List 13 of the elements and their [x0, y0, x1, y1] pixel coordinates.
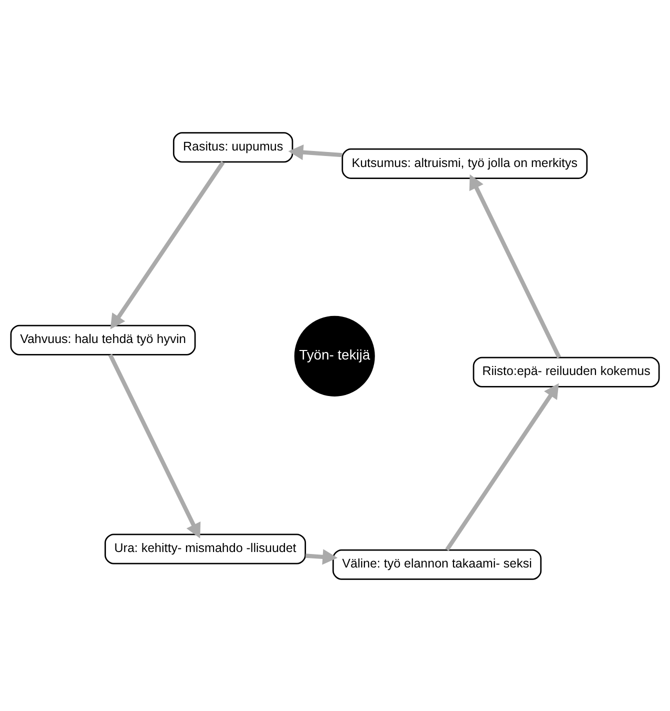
- node-circle: Työn- tekijä: [294, 315, 375, 396]
- arrow: [110, 160, 225, 329]
- arrow: [288, 144, 342, 160]
- node-box: Väline: työ elannon takaami- seksi: [332, 548, 542, 580]
- arrow: [305, 548, 338, 564]
- node-box: Vahvuus: halu tehdä työ hyvin: [10, 324, 196, 355]
- arrow: [469, 174, 562, 358]
- node-box: Kutsumus: altruismi, työ jolla on merkitys: [342, 148, 588, 178]
- arrow: [445, 382, 559, 550]
- node-box: Rasitus: uupumus: [172, 132, 294, 162]
- node-box: Ura: kehitty- mismahdo -llisuudet: [104, 533, 306, 564]
- arrow: [108, 353, 201, 538]
- node-box: Riisto:epä- reiluuden kokemus: [472, 356, 660, 387]
